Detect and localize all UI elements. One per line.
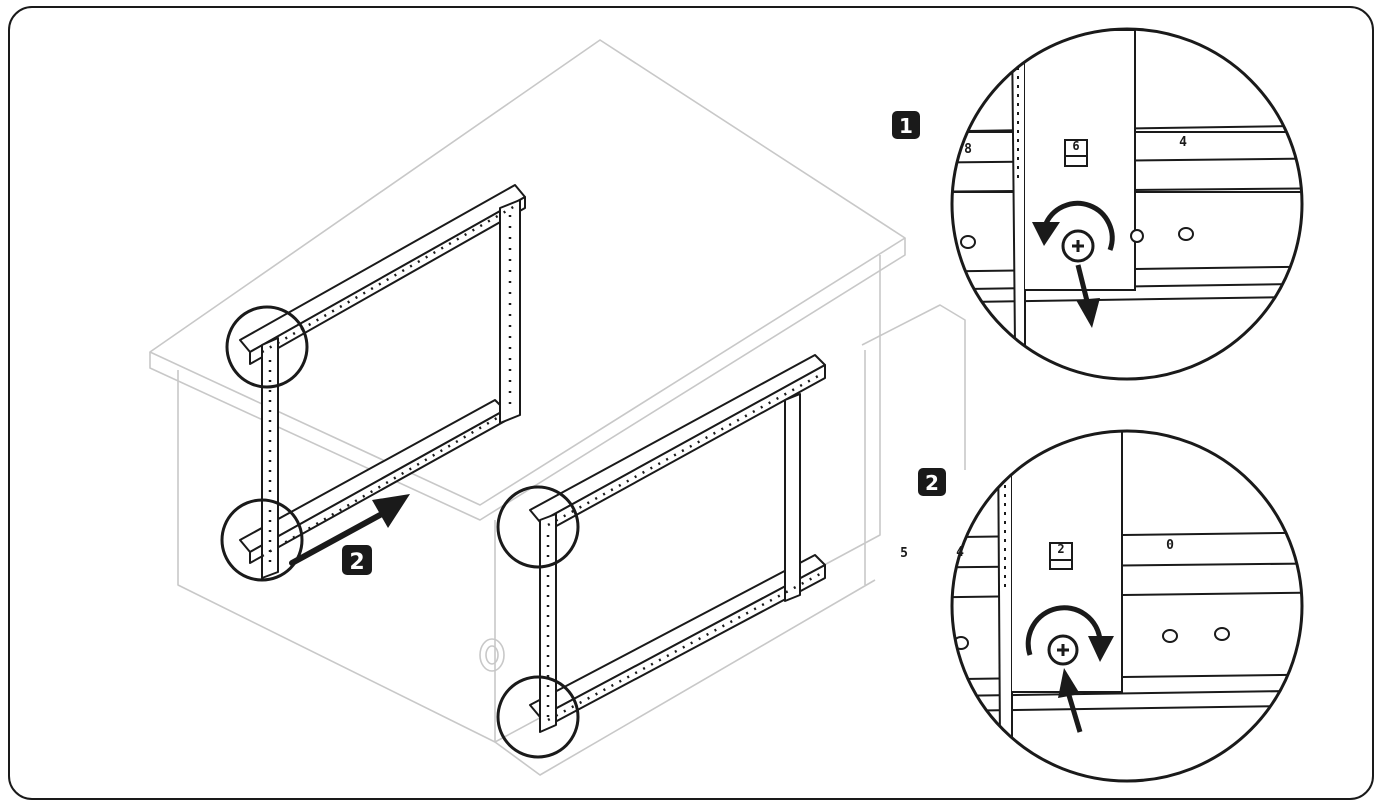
detail-2-step-badge: 2: [918, 468, 946, 496]
callout-circles: [220, 305, 580, 759]
detail-1-step-badge: 1: [892, 111, 920, 139]
detail-view-2: 5 4 2 0: [900, 429, 1304, 783]
callout-circle-left-bottom: [220, 498, 304, 582]
detail-1-center-number: 6: [1072, 139, 1079, 153]
detail-1-step-number: 1: [899, 114, 913, 138]
callout-circle-left-top: [225, 305, 309, 389]
detail-2-left-number-b: 4: [956, 545, 964, 560]
detail-2-center-number: 2: [1057, 542, 1064, 556]
detail-view-1: 8 6 4: [950, 27, 1304, 381]
detail-2-step-number: 2: [925, 471, 939, 495]
callout-circle-right-top: [496, 485, 580, 569]
detail-2-left-number-a: 5: [900, 546, 908, 561]
callout-circle-right-bottom: [496, 675, 580, 759]
detail-2-right-number: 0: [1166, 538, 1174, 553]
main-step-number: 2: [349, 550, 364, 575]
detail-1-left-number: 8: [964, 142, 972, 157]
detail-1-right-number: 4: [1179, 135, 1187, 150]
insert-direction-arrow: [289, 494, 410, 566]
main-step-badge: 2: [342, 545, 372, 575]
cabinet-outline: [149, 39, 966, 776]
